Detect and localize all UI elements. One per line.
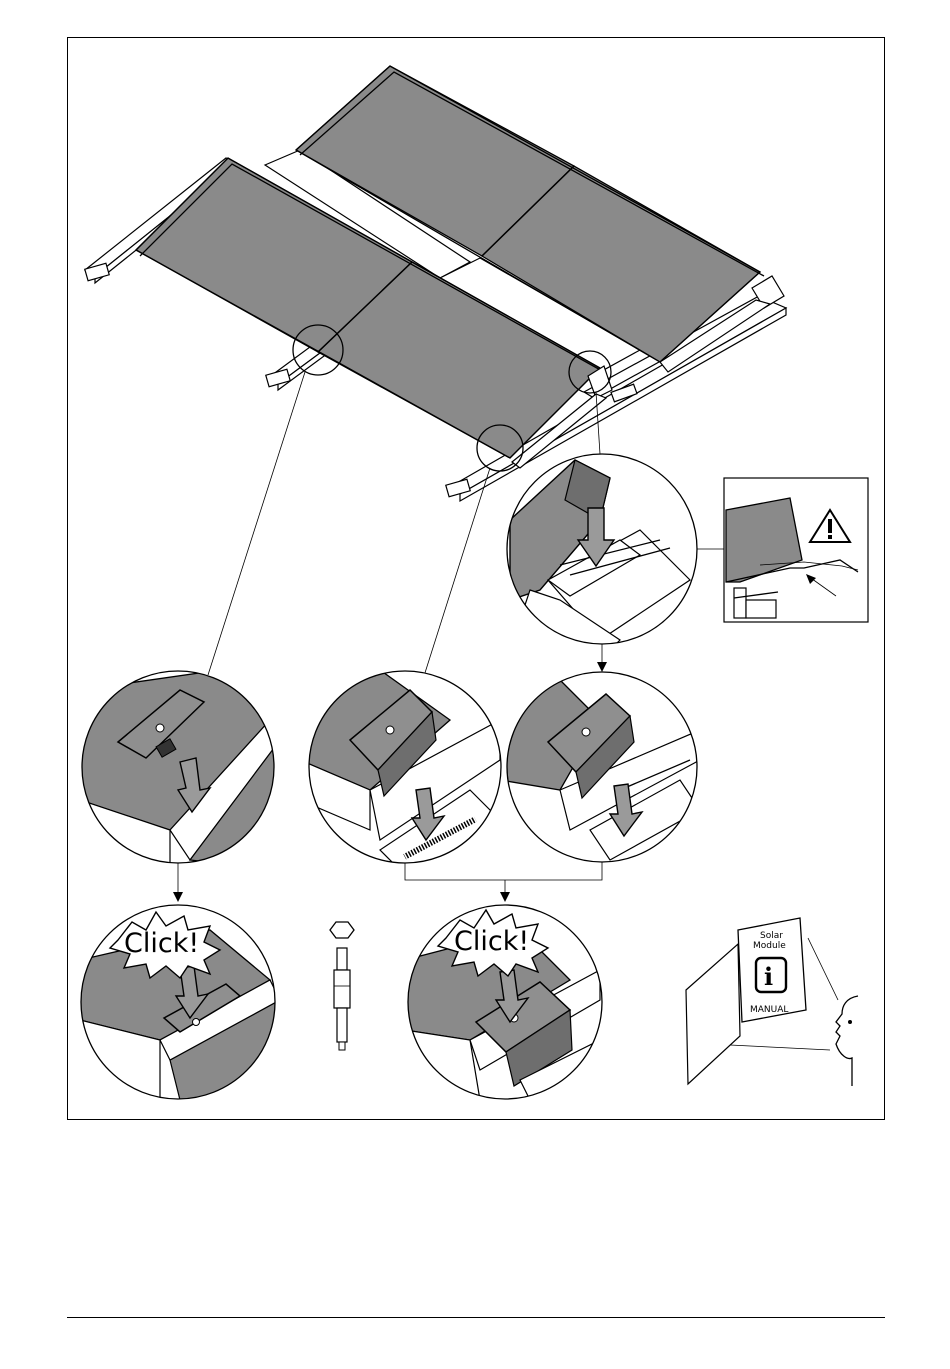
hexagon-bit-icon: [330, 922, 354, 938]
detail-panel-placement: [500, 450, 724, 672]
manual-line-2: Module: [753, 941, 786, 951]
detail-end-clamp-rail: [500, 670, 710, 870]
detail-middle-clamp-insert: [80, 670, 280, 902]
detail-middle-clamp-click: Click!: [80, 900, 280, 1100]
manual-booklet: Solar Module i MANUAL: [686, 918, 858, 1086]
info-glyph: i: [764, 962, 773, 991]
click-label: Click!: [454, 926, 529, 957]
person-face-icon: [836, 996, 858, 1086]
warning-inset: [724, 478, 868, 622]
hex-key-tool: [330, 922, 354, 1050]
detail-end-clamp-click: Click!: [405, 900, 605, 1100]
click-label: Click!: [124, 928, 199, 959]
manual-line-1: Solar: [760, 931, 783, 941]
manual-title: MANUAL: [750, 1005, 788, 1015]
detail-end-clamp-insert: [300, 670, 510, 880]
